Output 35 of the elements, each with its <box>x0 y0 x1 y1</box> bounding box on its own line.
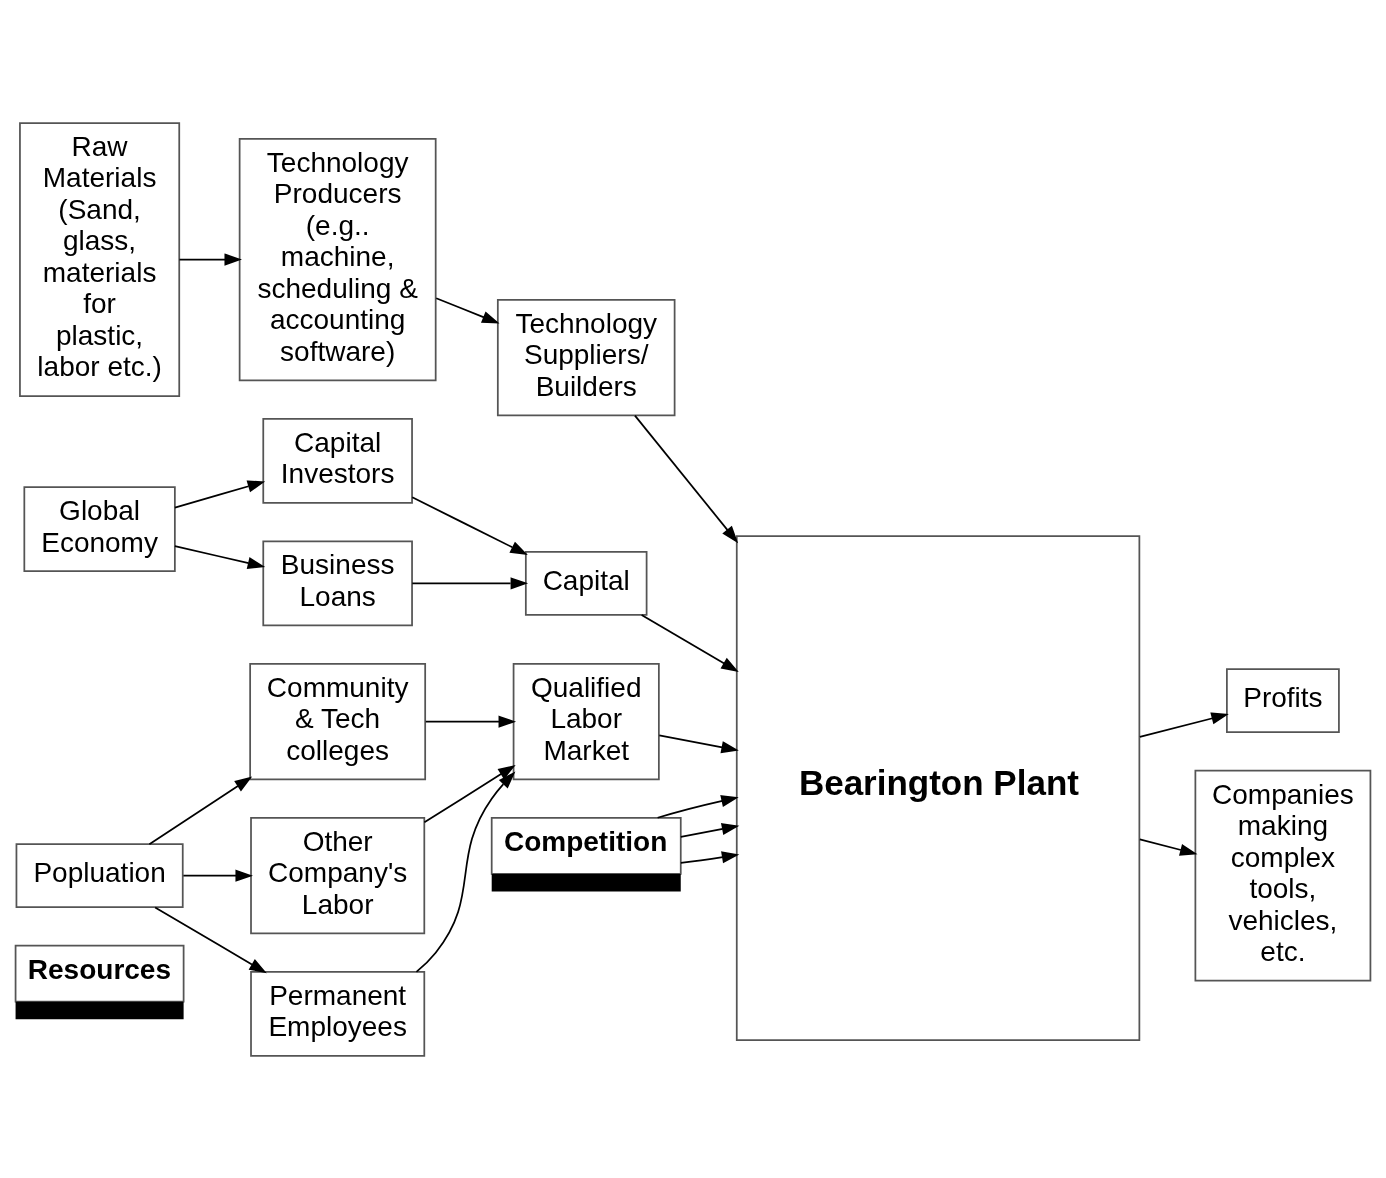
arrow <box>148 776 253 845</box>
node-box: Business Loans <box>262 540 413 626</box>
arrow <box>415 771 516 973</box>
arrow <box>656 794 739 819</box>
arrow <box>423 764 516 823</box>
arrow <box>411 576 529 589</box>
arrow <box>680 822 740 838</box>
node-box: Bearington Plant <box>735 534 1141 1041</box>
arrow <box>182 869 253 882</box>
arrow <box>640 613 739 672</box>
node-box: Qualified Labor Market <box>512 662 660 780</box>
arrow <box>1139 838 1198 856</box>
arrow <box>634 414 739 543</box>
arrow <box>174 544 266 569</box>
node-box: Community & Tech colleges <box>249 662 427 780</box>
arrow <box>174 479 266 509</box>
node-box: Capital <box>524 550 648 616</box>
node-box: Popluation <box>15 842 184 908</box>
node-box: Permanent Employees <box>250 970 426 1057</box>
node-box: Capital Investors <box>262 417 413 504</box>
arrow <box>658 733 739 753</box>
arrow <box>680 850 740 864</box>
arrow <box>1139 711 1229 738</box>
node-box: Global Economy <box>23 485 176 572</box>
arrow <box>178 252 242 266</box>
node-box: Other Company's Labor <box>250 816 426 934</box>
node-box: Profits <box>1226 667 1340 733</box>
arrow <box>424 715 517 728</box>
arrow <box>154 906 267 973</box>
node-box: Raw Materials (Sand, glass, materials for plastic, labor etc.) <box>19 121 181 397</box>
node-box: Companies making complex tools, vehicles, etc. <box>1194 769 1372 982</box>
arrow <box>411 495 528 555</box>
node-box: Technology Producers (e.g.. machine, scheduling & accounting software) <box>238 137 437 381</box>
node-box: Technology Suppliers/ Builders <box>496 298 676 416</box>
arrow <box>435 296 500 324</box>
